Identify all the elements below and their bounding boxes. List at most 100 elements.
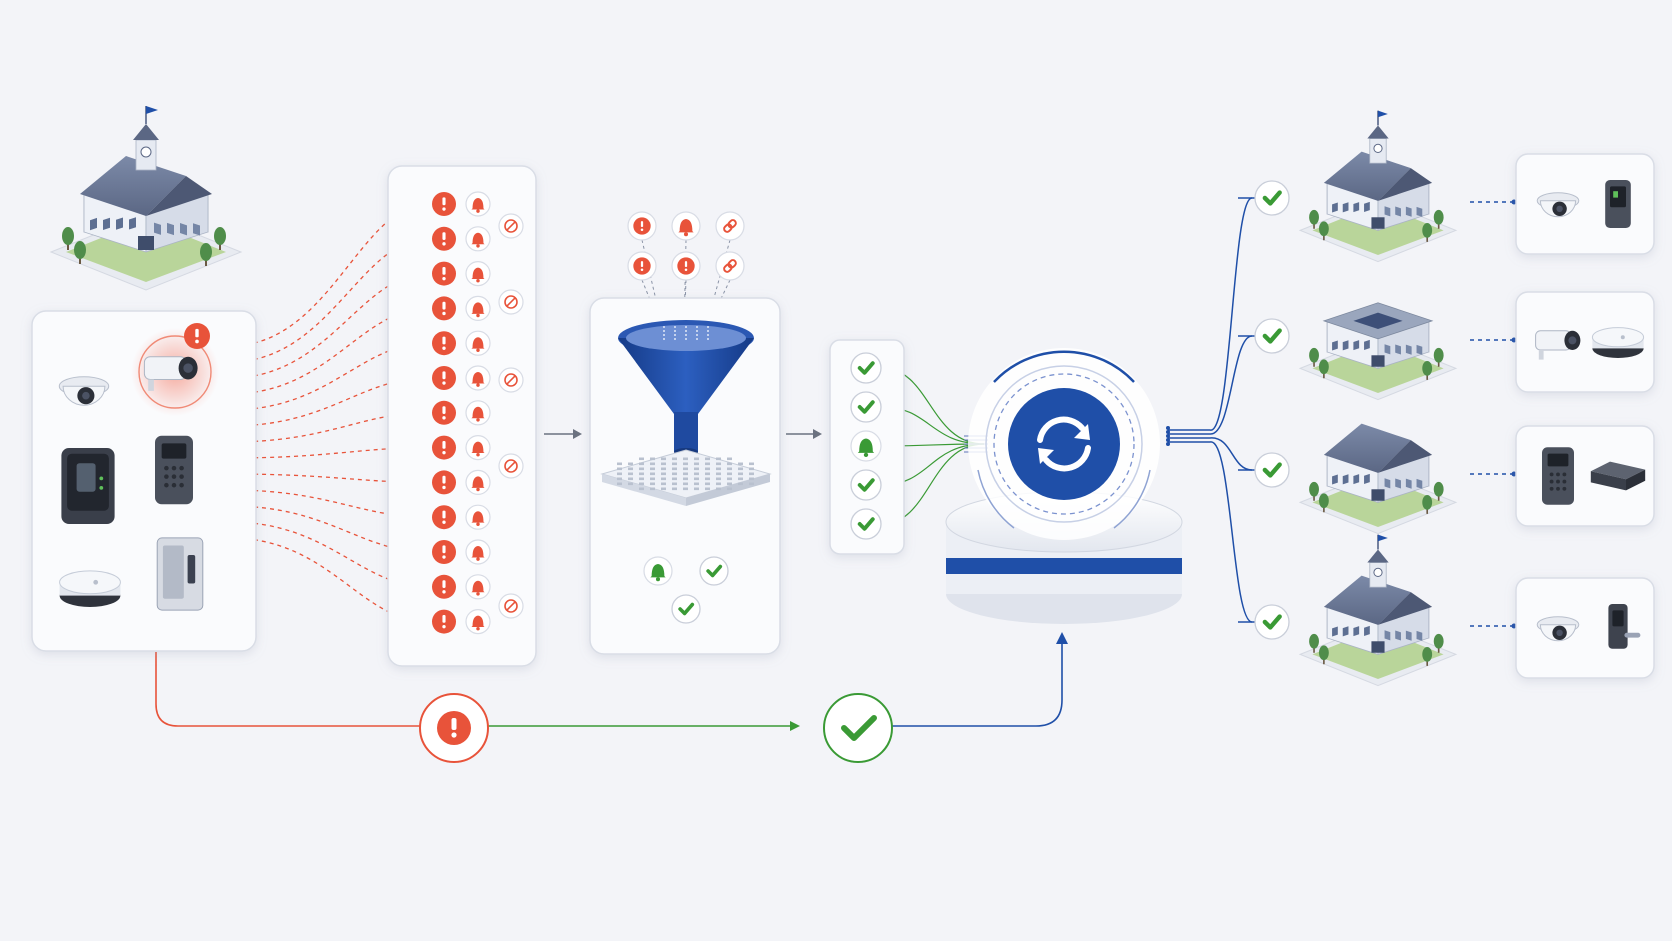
filter-input-line (703, 239, 731, 335)
funnel-icon (618, 320, 754, 456)
alert-icon (627, 251, 657, 281)
nvr-box-icon (1590, 461, 1646, 491)
bell-icon (850, 430, 882, 462)
bullet-camera-icon (1535, 330, 1581, 360)
alert-icon (432, 609, 456, 634)
destination-connector (1168, 441, 1253, 623)
alert-icon (432, 366, 456, 390)
destination-device-card (1515, 577, 1655, 679)
alert-icon (432, 470, 456, 495)
mute-icon (498, 289, 524, 315)
sync-hub (945, 348, 1183, 624)
hub-output-dot (1166, 438, 1170, 442)
check-icon (671, 594, 701, 624)
alert-icon (184, 323, 210, 349)
link-icon (715, 211, 745, 241)
arrow-filter-to-verified-head (813, 429, 822, 439)
destination-device-card (1515, 291, 1655, 393)
check-icon (823, 693, 893, 763)
alert-icon (432, 261, 456, 286)
alert-icon (671, 251, 701, 281)
check-icon (850, 508, 882, 540)
alert-connector (229, 505, 429, 553)
bullet-camera-icon (143, 356, 198, 391)
hub-output-dot (1166, 442, 1170, 446)
destination-connector (1168, 437, 1253, 471)
check-icon (1254, 604, 1290, 640)
bell-icon (643, 556, 673, 586)
smart-lock-icon (1608, 604, 1641, 649)
alert-icon (432, 400, 456, 425)
check-icon (850, 391, 882, 423)
alert-icon (627, 211, 657, 241)
destination-connector (1168, 335, 1253, 435)
alert-connector (229, 272, 429, 379)
check-icon (1254, 318, 1290, 354)
mute-icon (498, 367, 524, 393)
mute-icon (498, 593, 524, 619)
alert-icon (419, 693, 489, 763)
bottom-alert-line (155, 652, 420, 727)
door-controller-icon (156, 537, 204, 611)
gym-building-icon (1298, 423, 1458, 535)
hall-building-icon (1298, 534, 1458, 687)
link-icon (715, 251, 745, 281)
smoke-detector-icon (59, 570, 121, 607)
card-reader-icon (1605, 180, 1631, 228)
alert-connector (229, 446, 429, 459)
bell-icon (465, 435, 491, 461)
bell-icon (465, 469, 491, 495)
school-building-icon (1298, 110, 1458, 263)
destination-connector (1168, 197, 1253, 431)
check-icon (1254, 180, 1290, 216)
bell-icon (465, 261, 491, 287)
bell-icon (465, 191, 491, 217)
bottom-return-line (892, 640, 1063, 727)
alert-icon (432, 505, 456, 530)
bottom-return-arrow (1056, 632, 1068, 644)
check-icon (850, 352, 882, 384)
alert-icon (432, 192, 456, 216)
sync-icon (1037, 416, 1091, 472)
alert-connector (229, 473, 429, 484)
smoke-detector-icon (1591, 327, 1645, 358)
alert-ring (138, 335, 212, 409)
alert-icon (432, 540, 456, 564)
dome-camera-icon (1536, 192, 1580, 218)
mute-icon (498, 213, 524, 239)
bell-icon (465, 330, 491, 356)
dome-camera-icon (58, 376, 110, 406)
bell-icon (465, 574, 491, 600)
bell-icon (465, 539, 491, 565)
alert-icon (432, 331, 456, 356)
bell-icon (671, 211, 701, 241)
school-building-icon (49, 106, 243, 291)
bell-icon (465, 504, 491, 530)
filter-plate (600, 449, 772, 506)
alert-icon (432, 574, 456, 599)
bell-icon (465, 365, 491, 391)
alert-stream-panel (387, 165, 537, 667)
destination-device-card (1515, 153, 1655, 255)
bell-icon (465, 295, 491, 321)
check-icon (1254, 452, 1290, 488)
dome-camera-icon (1536, 616, 1580, 642)
hub-output-dot (1166, 434, 1170, 438)
alert-connector (229, 238, 429, 363)
content (49, 106, 1646, 763)
bell-icon (465, 400, 491, 426)
bottom-ok-arrow (790, 721, 800, 731)
bell-icon (465, 608, 491, 635)
hub-output-dot (1166, 430, 1170, 434)
check-icon (699, 556, 729, 586)
access-panel-icon (61, 448, 115, 524)
alert-connector (229, 377, 429, 427)
bell-icon (465, 226, 491, 252)
keypad-reader-icon (155, 435, 193, 505)
alert-icon (432, 296, 456, 321)
alert-icon (432, 226, 456, 251)
mute-icon (498, 453, 524, 479)
office-building-icon (1298, 302, 1458, 401)
keypad-reader-icon (1542, 447, 1574, 505)
